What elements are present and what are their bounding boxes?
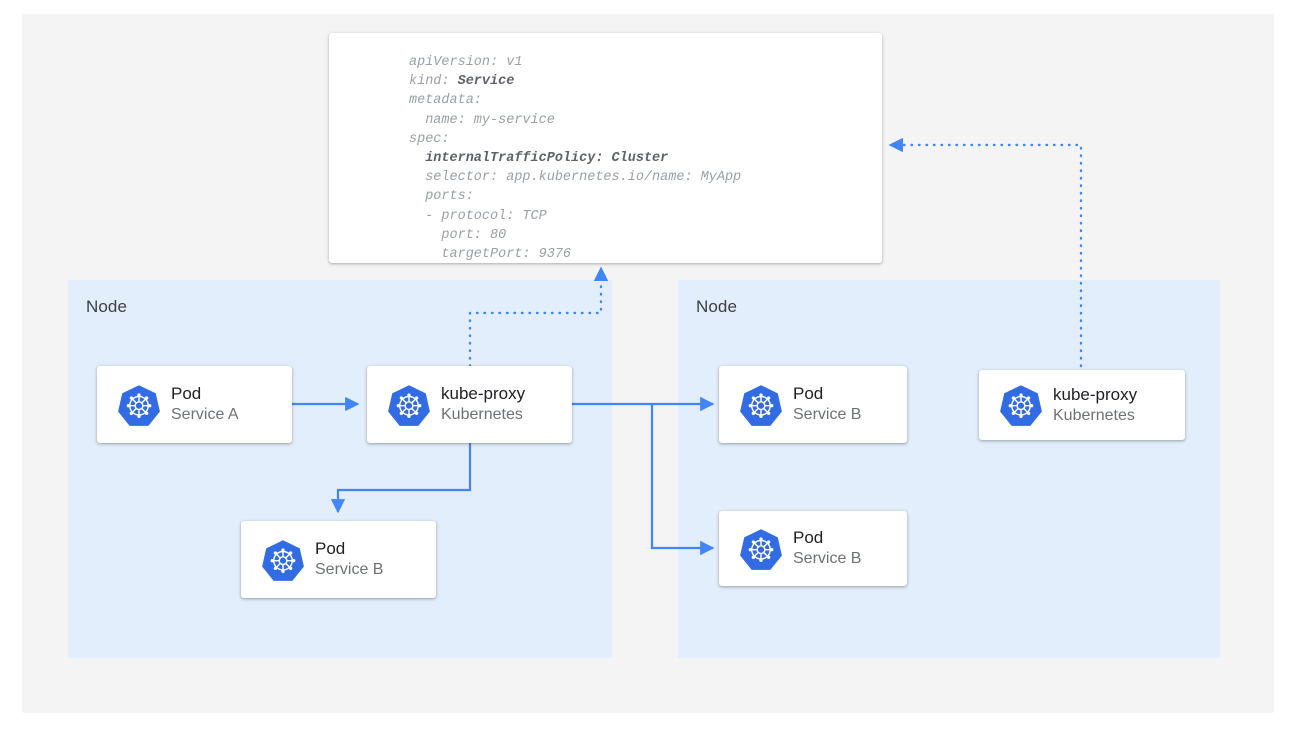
card-subtitle: Service A	[171, 406, 239, 424]
card-title: Pod	[315, 539, 346, 559]
card-title: kube-proxy	[1053, 384, 1138, 404]
node-container-right	[678, 280, 1220, 658]
connector-kube-proxy-left-to-spec	[468, 266, 609, 368]
service-yaml-manifest-card: apiVersion: v1 kind: Service metadata: n…	[329, 33, 882, 263]
card-title: Pod	[171, 384, 202, 404]
connector-kube-proxy-to-local-pod-b	[330, 443, 472, 514]
yaml-line-internal-traffic-policy: internalTrafficPolicy: Cluster	[409, 151, 669, 167]
card-title: Pod	[793, 528, 824, 548]
card-pod-service-b-left[interactable]: Pod Service B	[241, 521, 436, 598]
kubernetes-icon	[1000, 385, 1042, 426]
card-text-block: Pod Service B	[793, 383, 861, 425]
yaml-line-spec: spec:	[409, 131, 450, 147]
card-pod-service-b-right-top[interactable]: Pod Service B	[719, 366, 907, 443]
yaml-line-name: name: my-service	[409, 112, 555, 128]
kubernetes-icon	[740, 384, 782, 426]
yaml-line-protocol: - protocol: TCP	[409, 208, 547, 224]
card-text-block: Pod Service B	[793, 527, 861, 569]
card-kube-proxy-right[interactable]: kube-proxy Kubernetes	[979, 370, 1185, 440]
card-text-block: kube-proxy Kubernetes	[441, 383, 525, 425]
yaml-line-target-port: targetPort: 9376	[409, 247, 572, 263]
yaml-line-apiversion: apiVersion: v1	[409, 55, 523, 70]
card-title: kube-proxy	[441, 384, 526, 404]
card-pod-service-a[interactable]: Pod Service A	[97, 366, 292, 443]
card-subtitle: Kubernetes	[1053, 406, 1135, 424]
yaml-line-port: port: 80	[409, 227, 507, 243]
card-title: Pod	[793, 384, 824, 404]
kubernetes-icon	[118, 384, 160, 426]
card-subtitle: Service B	[793, 406, 862, 424]
yaml-line-metadata: metadata:	[409, 93, 482, 109]
kubernetes-icon	[388, 384, 430, 426]
card-subtitle: Service B	[793, 550, 862, 568]
yaml-line-kind-key: kind:	[409, 74, 458, 90]
connector-kube-proxy-right-to-spec	[888, 137, 1083, 368]
kubernetes-icon	[740, 528, 782, 570]
card-kube-proxy-left[interactable]: kube-proxy Kubernetes	[367, 366, 572, 443]
yaml-line-ports: ports:	[409, 189, 474, 205]
kubernetes-icon	[262, 539, 304, 581]
card-pod-service-b-right-bottom[interactable]: Pod Service B	[719, 511, 907, 586]
yaml-line-kind-value: Service	[457, 74, 515, 90]
card-text-block: kube-proxy Kubernetes	[1053, 384, 1137, 426]
service-yaml-code: apiVersion: v1 kind: Service metadata: n…	[409, 53, 741, 264]
card-text-block: Pod Service B	[315, 538, 383, 580]
connector-kube-proxy-to-remote-pod-b-bottom	[650, 404, 715, 556]
card-subtitle: Service B	[315, 561, 384, 579]
card-subtitle: Kubernetes	[441, 406, 523, 424]
yaml-line-selector: selector: app.kubernetes.io/name: MyApp	[409, 170, 742, 186]
node-label-right: Node	[696, 297, 738, 316]
node-label-left: Node	[86, 297, 128, 316]
card-text-block: Pod Service A	[171, 383, 239, 425]
